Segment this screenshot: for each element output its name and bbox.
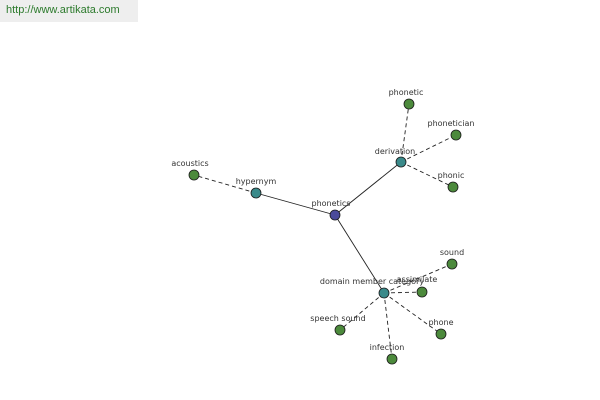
node-center-phonetics[interactable] bbox=[329, 209, 341, 221]
edge-center-to-hypernym bbox=[255, 192, 336, 216]
source-url-banner[interactable]: http://www.artikata.com bbox=[0, 0, 138, 22]
edge-domain-member-category-to-sound bbox=[383, 263, 453, 294]
edge-domain-member-category-to-speech-sound bbox=[339, 292, 385, 331]
source-url-link[interactable]: http://www.artikata.com bbox=[6, 4, 120, 16]
label-leaf-infection: infection bbox=[370, 343, 405, 352]
edge-domain-member-category-to-phone bbox=[383, 292, 442, 335]
node-leaf-phonetic[interactable] bbox=[403, 98, 415, 110]
edge-derivation-to-phonic bbox=[400, 161, 454, 188]
label-leaf-acoustics: acoustics bbox=[171, 159, 208, 168]
node-leaf-sound[interactable] bbox=[446, 258, 458, 270]
label-relation-domain-member-category: domain member category bbox=[320, 277, 424, 286]
node-leaf-acoustics[interactable] bbox=[188, 169, 200, 181]
graph-nodes bbox=[188, 98, 462, 365]
node-leaf-assimilate[interactable] bbox=[416, 286, 428, 298]
node-leaf-infection[interactable] bbox=[386, 353, 398, 365]
edge-center-to-derivation bbox=[334, 161, 402, 216]
label-leaf-speech-sound: speech sound bbox=[310, 314, 365, 323]
edge-center-to-domain-member-category bbox=[334, 214, 385, 294]
edge-derivation-to-phonetician bbox=[400, 134, 457, 163]
node-relation-domain-member-category[interactable] bbox=[378, 287, 390, 299]
graph-edges bbox=[193, 103, 457, 360]
node-leaf-phonetician[interactable] bbox=[450, 129, 462, 141]
edge-derivation-to-phonetic bbox=[400, 103, 410, 163]
label-leaf-assimilate: assimilate bbox=[397, 275, 438, 284]
label-relation-derivation: derivation bbox=[375, 147, 415, 156]
label-center: phonetics bbox=[312, 199, 351, 208]
node-leaf-phone[interactable] bbox=[435, 328, 447, 340]
label-leaf-phone: phone bbox=[428, 318, 453, 327]
label-leaf-phonic: phonic bbox=[438, 171, 465, 180]
label-leaf-phonetic: phonetic bbox=[389, 88, 424, 97]
node-relation-derivation[interactable] bbox=[395, 156, 407, 168]
node-leaf-phonic[interactable] bbox=[447, 181, 459, 193]
edge-hypernym-to-acoustics bbox=[193, 174, 257, 194]
label-leaf-sound: sound bbox=[440, 248, 464, 257]
node-relation-hypernym[interactable] bbox=[250, 187, 262, 199]
label-leaf-phonetician: phonetician bbox=[428, 119, 475, 128]
node-leaf-speech-sound[interactable] bbox=[334, 324, 346, 336]
label-relation-hypernym: hypernym bbox=[236, 177, 277, 186]
edge-domain-member-category-to-assimilate bbox=[383, 291, 423, 294]
graph-labels: phonetics hypernym acoustics derivation phon… bbox=[171, 88, 474, 352]
